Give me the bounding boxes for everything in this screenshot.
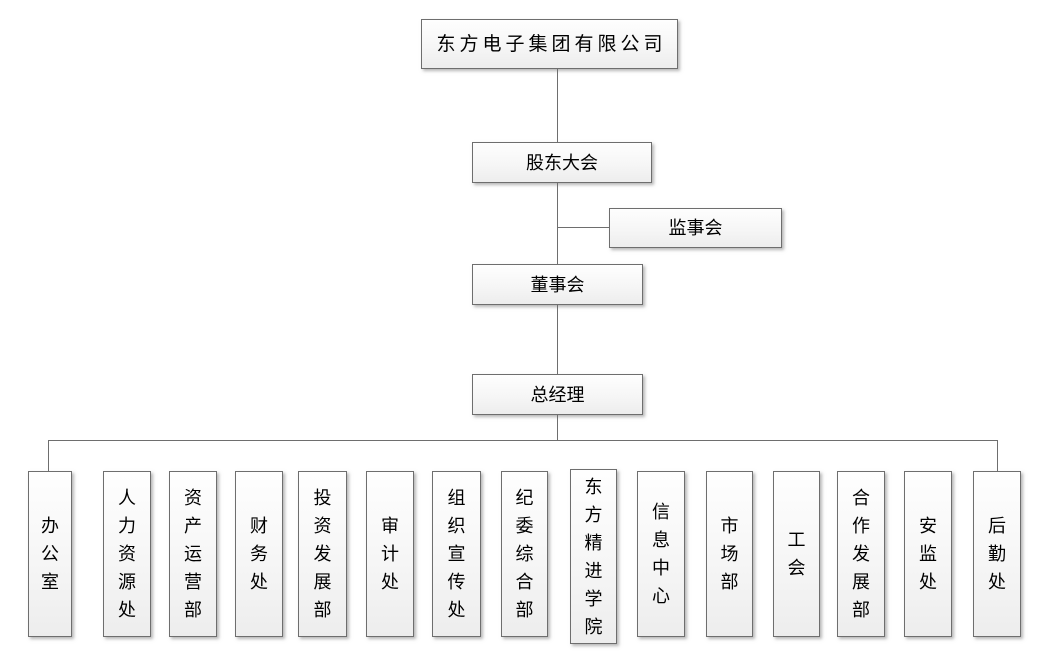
node-dept-human-resources: 人力资源处 (103, 471, 151, 637)
connector-branch-supervisory (557, 227, 609, 228)
dept-label: 人力资源处 (118, 488, 136, 620)
dept-label: 东方精进学院 (584, 476, 603, 637)
dept-label: 合作发展部 (852, 488, 870, 620)
connector-gm-to-bus (557, 415, 558, 440)
dept-label: 审计处 (381, 516, 399, 592)
dept-label: 信息中心 (652, 502, 670, 606)
node-dept-safety-supervision: 安监处 (904, 471, 952, 637)
node-supervisory-board: 监事会 (609, 208, 782, 248)
node-dept-audit: 审计处 (366, 471, 414, 637)
dept-label: 工会 (787, 530, 806, 578)
node-company-root: 东方电子集团有限公司 (421, 19, 678, 69)
connector-bus-drop-left (48, 440, 49, 471)
connector-board-to-gm (557, 305, 558, 374)
node-dept-organization-propaganda: 组织宣传处 (432, 471, 481, 637)
dept-label: 组织宣传处 (447, 488, 466, 620)
dept-label: 资产运营部 (184, 488, 202, 620)
dept-label: 纪委综合部 (515, 488, 534, 620)
dept-label: 财务处 (250, 516, 268, 592)
node-dept-information-center: 信息中心 (637, 471, 685, 637)
node-dept-logistics: 后勤处 (973, 471, 1021, 637)
dept-label: 市场部 (720, 516, 739, 592)
connector-bus-drop-right (997, 440, 998, 471)
node-general-manager: 总经理 (472, 374, 643, 415)
dept-label: 办公室 (41, 516, 59, 592)
connector-root-to-shareholders (557, 69, 558, 142)
node-shareholders-meeting: 股东大会 (472, 142, 652, 183)
node-dept-asset-operations: 资产运营部 (169, 471, 217, 637)
node-dept-marketing: 市场部 (706, 471, 753, 637)
connector-shareholders-to-board (557, 183, 558, 264)
node-dept-finance: 财务处 (235, 471, 283, 637)
node-board-of-directors: 董事会 (472, 264, 643, 305)
node-dept-cooperation-development: 合作发展部 (837, 471, 885, 637)
node-dept-office: 办公室 (28, 471, 72, 637)
node-dept-labor-union: 工会 (773, 471, 820, 637)
node-dept-investment-development: 投资发展部 (298, 471, 347, 637)
dept-label: 后勤处 (988, 516, 1006, 592)
connector-departments-bus (48, 440, 998, 441)
dept-label: 投资发展部 (313, 488, 332, 620)
dept-label: 安监处 (919, 516, 937, 592)
node-dept-dongfang-academy: 东方精进学院 (570, 469, 617, 644)
node-dept-discipline-committee: 纪委综合部 (501, 471, 548, 637)
